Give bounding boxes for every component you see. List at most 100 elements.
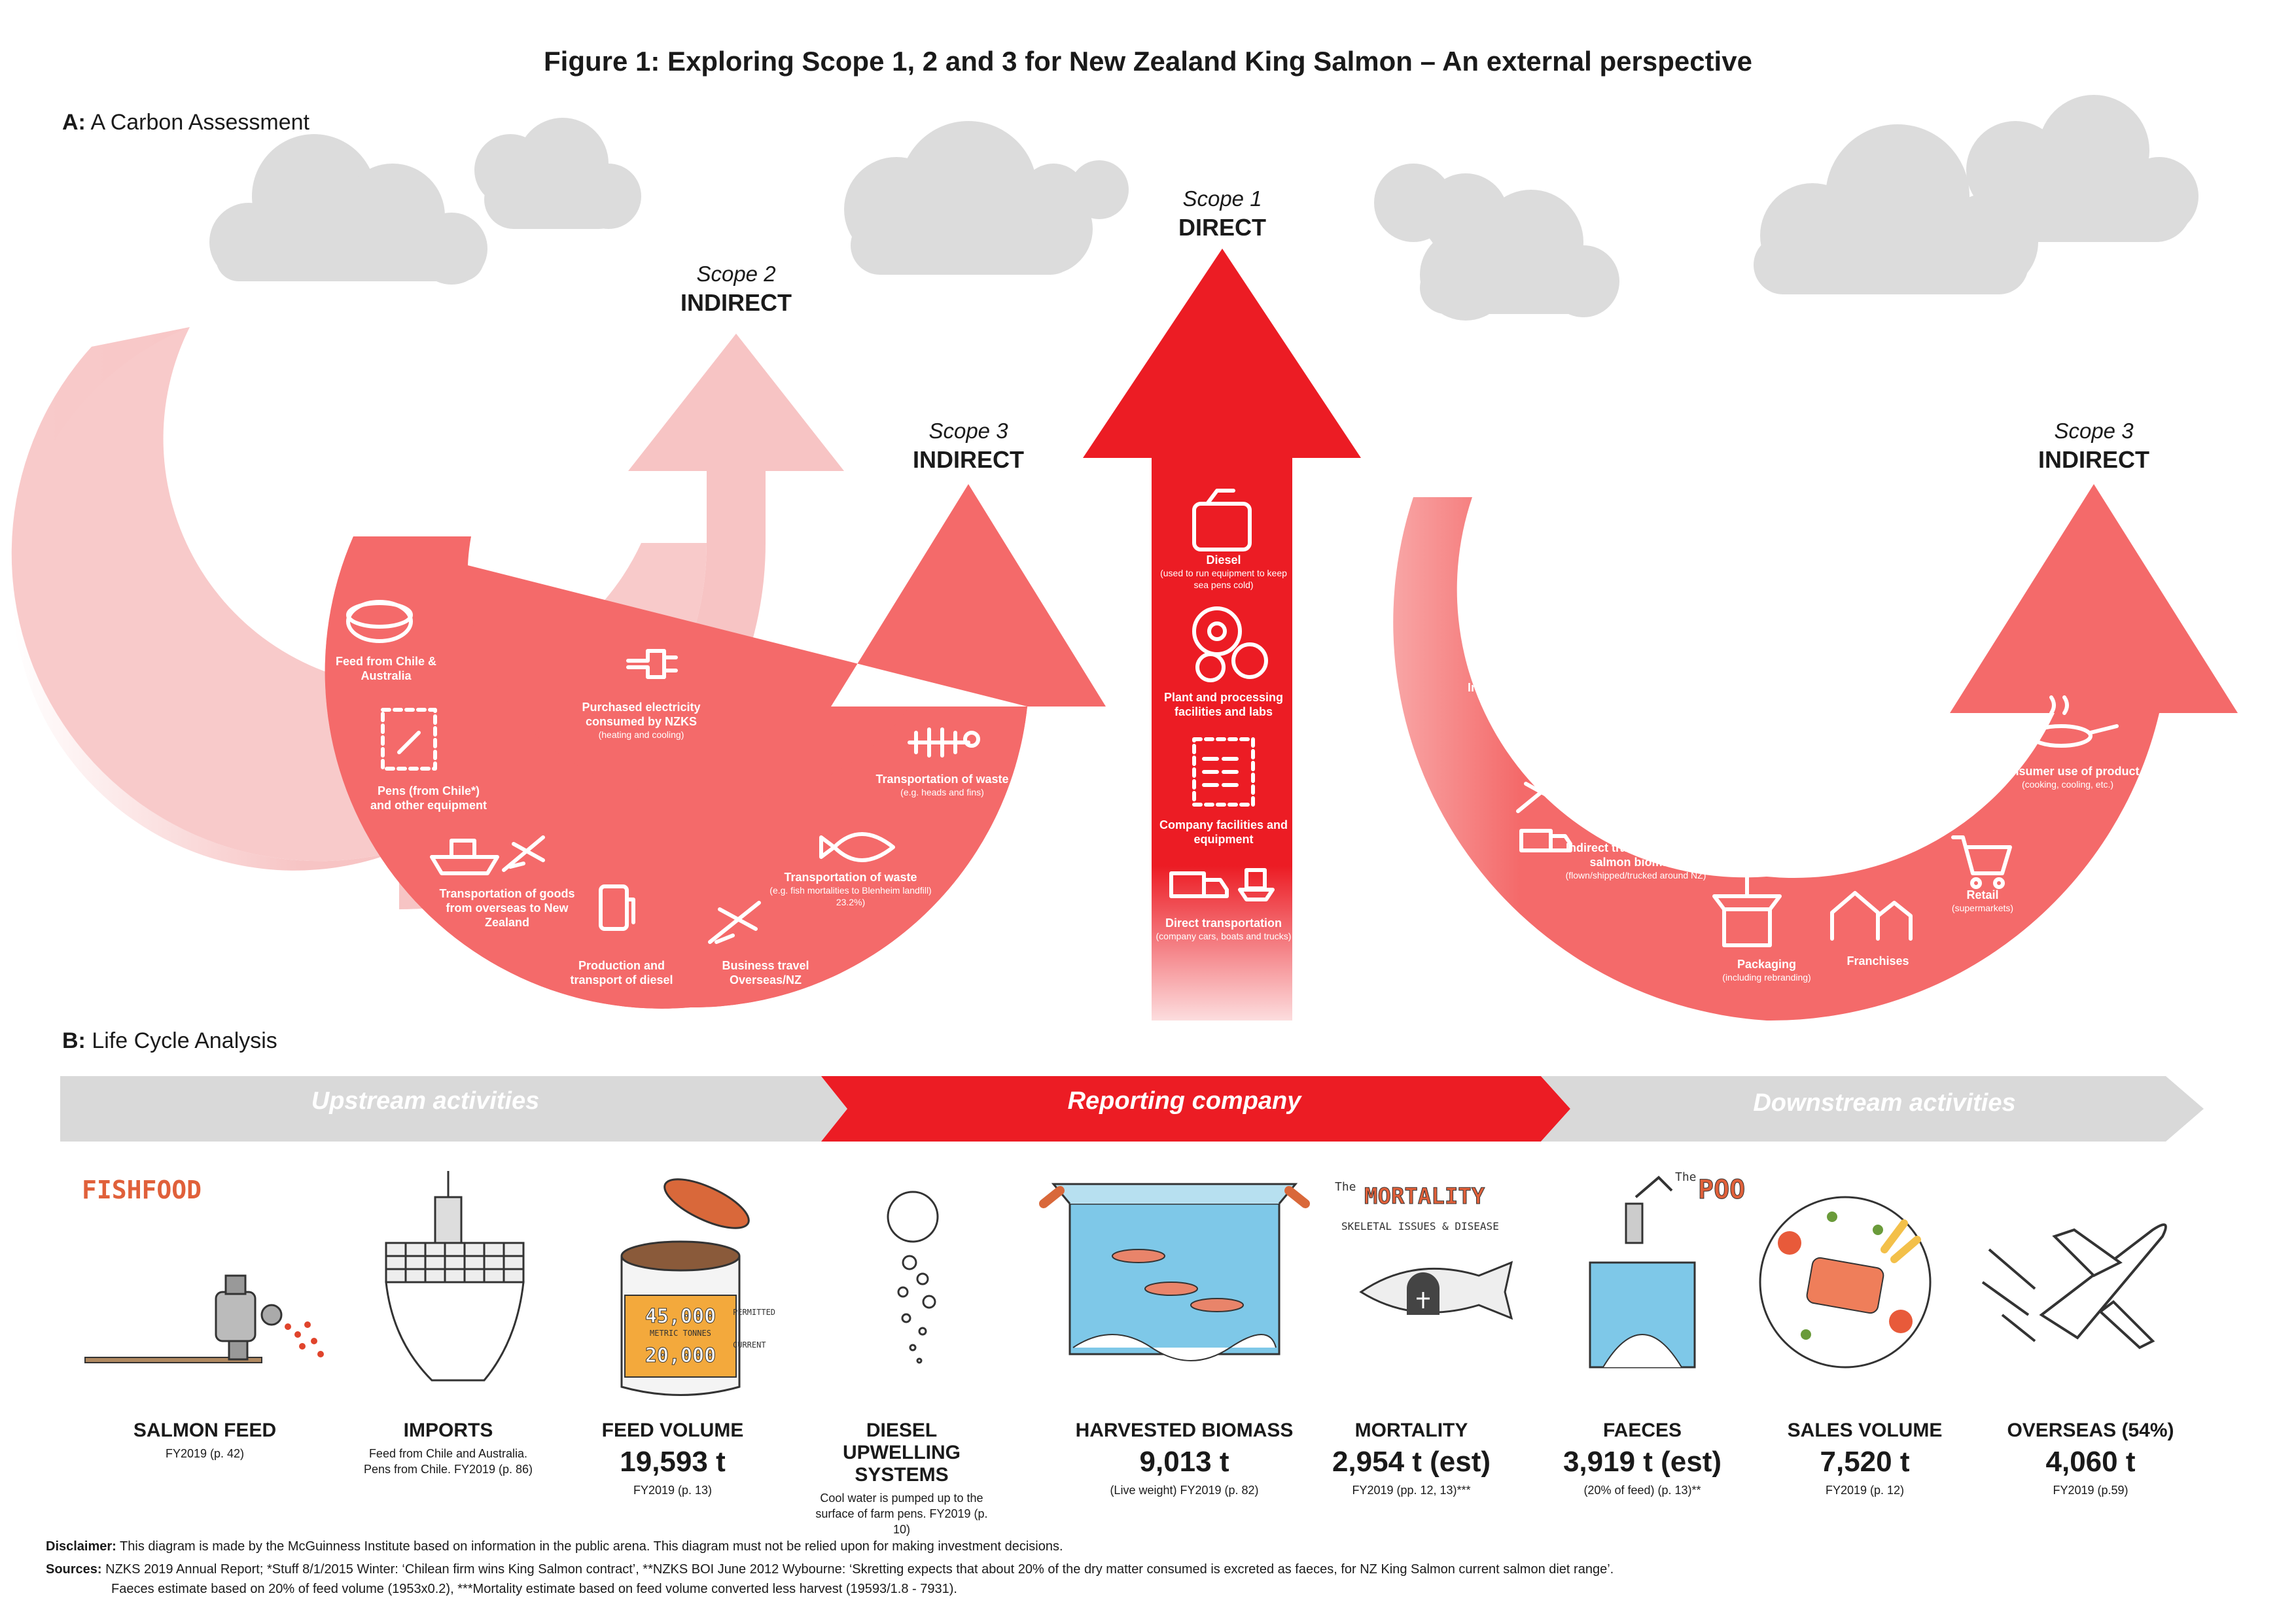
truck-icon: [1169, 871, 1229, 898]
label-waste-1: Transportation of waste(e.g. heads and f…: [851, 772, 1034, 798]
lca-item-value: 7,520 t: [1820, 1446, 1910, 1478]
poo-the: The: [1675, 1170, 1697, 1184]
scope3-left-heading: Scope 3 INDIRECT: [851, 419, 1086, 474]
lca-item-note: FY2019 (p. 12): [1825, 1484, 1905, 1497]
downstream-segment: [1541, 1076, 2204, 1142]
truck-icon: [1519, 829, 1572, 852]
can-permitted-label: PERMITTED: [733, 1308, 775, 1317]
fish-icon: [819, 832, 895, 862]
lca-item-imports: IMPORTS Feed from Chile and Australia. P…: [337, 1420, 559, 1477]
label-diesel: Diesel(used to run equipment to keep sea…: [1155, 553, 1292, 591]
salmon-plate-illustration: [1759, 1196, 1932, 1369]
fishfood-title: FISHFOOD: [82, 1176, 202, 1204]
downstream-label: Downstream activities: [1753, 1089, 2016, 1117]
plane-icon: [1467, 626, 1510, 663]
label-company-facilities: Company facilities and equipment: [1159, 818, 1288, 846]
scope3-left-type: INDIRECT: [913, 446, 1024, 473]
upstream-label: Upstream activities: [311, 1087, 540, 1115]
cloud-icon: [1374, 164, 1619, 321]
lca-item-sales-volume: SALES VOLUME 7,520 t FY2019 (p. 12): [1754, 1420, 1976, 1498]
label-packaging: Packaging(including rebranding): [1695, 957, 1839, 983]
ship-icon: [430, 839, 499, 875]
lca-item-name: FEED VOLUME: [601, 1420, 744, 1441]
lca-illustrations: 45,000 METRIC TONNES 20,000 PERMITTED CU…: [84, 1170, 2167, 1396]
section-b-letter: B:: [62, 1028, 86, 1053]
lca-item-note: FY2019 (p.59): [2053, 1484, 2128, 1497]
scope3-right-arrow: [1393, 484, 2238, 1021]
disclaimer-text: This diagram is made by the McGuinness I…: [116, 1539, 1063, 1554]
scope3-right-type: INDIRECT: [2038, 446, 2149, 473]
lca-item-note: (Live weight) FY2019 (p. 82): [1110, 1484, 1259, 1497]
label-waste-2-note: (e.g. fish mortalities to Blenheim landf…: [769, 885, 932, 907]
cloud-icon: [844, 121, 1129, 275]
label-waste-1-text: Transportation of waste: [875, 773, 1009, 786]
label-waste-2-text: Transportation of waste: [784, 871, 917, 884]
lca-item-name: SALES VOLUME: [1787, 1420, 1943, 1441]
fish-bowl-icon: [346, 600, 413, 643]
plane-icon: [502, 835, 545, 872]
label-indirect-nz: Indirect transportation of salmon biomas…: [1557, 841, 1714, 881]
scope3-right-heading: Scope 3 INDIRECT: [1976, 419, 2212, 474]
activity-bar: [60, 1076, 2204, 1142]
wrench-icon: [381, 708, 437, 771]
label-indirect-nz-note: (flown/shipped/trucked around NZ): [1565, 870, 1706, 881]
boat-icon: [1238, 868, 1275, 901]
label-direct-transport: Direct transportation(company cars, boat…: [1155, 916, 1292, 942]
figure-title: Figure 1: Exploring Scope 1, 2 and 3 for…: [544, 46, 1752, 77]
section-a-letter: A:: [62, 110, 86, 135]
label-diesel-production: Production and transport of diesel: [570, 959, 673, 986]
sources-label: Sources:: [46, 1562, 102, 1577]
lca-item-faeces: FAECES 3,919 t (est) (20% of feed) (p. 1…: [1531, 1420, 1754, 1498]
scope3-right-label: Scope 3: [2054, 419, 2134, 443]
label-indirect-overseas-note: (flown/shipped overseas): [1487, 710, 1589, 720]
bubbles-illustration: [887, 1191, 939, 1364]
mortality-the: The: [1335, 1180, 1356, 1194]
lca-item-name: HARVESTED BIOMASS: [1075, 1420, 1294, 1441]
lca-item-feed-volume: FEED VOLUME 19,593 t FY2019 (p. 13): [561, 1420, 784, 1498]
label-direct-transport-note: (company cars, boats and trucks): [1156, 931, 1292, 941]
lca-item-name: DIESEL UPWELLING SYSTEMS: [843, 1420, 961, 1486]
lca-item-note: Cool water is pumped up to the surface o…: [815, 1492, 988, 1536]
mortality-title: MORTALITY: [1364, 1183, 1485, 1210]
lca-item-name: SALMON FEED: [133, 1420, 277, 1441]
lca-item-value: 4,060 t: [2045, 1446, 2136, 1478]
lca-item-name: MORTALITY: [1354, 1420, 1468, 1441]
label-diesel-note: (used to run equipment to keep sea pens …: [1160, 568, 1287, 590]
lca-item-note: FY2019 (p. 42): [165, 1447, 245, 1460]
label-indirect-nz-text: Indirect transportation of salmon biomas…: [1565, 841, 1706, 869]
label-direct-transport-text: Direct transportation: [1165, 916, 1282, 930]
label-waste-1-note: (e.g. heads and fins): [900, 787, 984, 797]
poo-title: POO: [1698, 1175, 1745, 1205]
scope1-arrow: [1083, 249, 1361, 1021]
reporting-segment: [821, 1076, 1570, 1142]
can-current-label: CURRENT: [733, 1340, 766, 1350]
cloud-icon: [209, 118, 641, 285]
section-b-text: Life Cycle Analysis: [92, 1028, 277, 1053]
ship-icon: [1565, 786, 1612, 818]
label-consumer: Consumer use of product(cooking, cooling…: [1996, 764, 2140, 790]
ship-icon: [1516, 633, 1569, 666]
plane-icon: [708, 901, 761, 944]
sources: Sources: NZKS 2019 Annual Report; *Stuff…: [46, 1560, 2225, 1579]
lca-item-name: IMPORTS: [403, 1420, 493, 1441]
label-retail-text: Retail: [1966, 888, 1999, 901]
can-bottom-value: 20,000: [645, 1344, 716, 1367]
label-business-travel: Business travel Overseas/NZ: [722, 959, 809, 986]
label-feed: Feed from Chile & Australia: [335, 655, 437, 682]
scope2-type: INDIRECT: [680, 289, 792, 316]
lca-item-name: OVERSEAS (54%): [2007, 1420, 2174, 1441]
scope1-type: DIRECT: [1178, 214, 1266, 241]
feed-can-illustration: 45,000 METRIC TONNES 20,000 PERMITTED CU…: [620, 1178, 775, 1396]
lca-item-note: (20% of feed) (p. 13)**: [1583, 1484, 1701, 1497]
section-b-heading: B: Life Cycle Analysis: [62, 1028, 277, 1054]
label-indirect-overseas: Indirect transportation of salmon biomas…: [1459, 680, 1616, 721]
lca-item-note: FY2019 (p. 13): [633, 1484, 713, 1497]
scope3-left-label: Scope 3: [928, 419, 1008, 443]
label-electricity-note: (heating and cooling): [598, 729, 684, 740]
scope2-heading: Scope 2 INDIRECT: [618, 262, 854, 317]
cart-icon: [1951, 835, 2012, 889]
fuel-pump-icon: [599, 884, 635, 931]
label-diesel-text: Diesel: [1206, 553, 1241, 567]
lca-item-diesel-upwelling: DIESEL UPWELLING SYSTEMS Cool water is p…: [790, 1420, 1013, 1537]
upstream-segment: [60, 1076, 847, 1142]
